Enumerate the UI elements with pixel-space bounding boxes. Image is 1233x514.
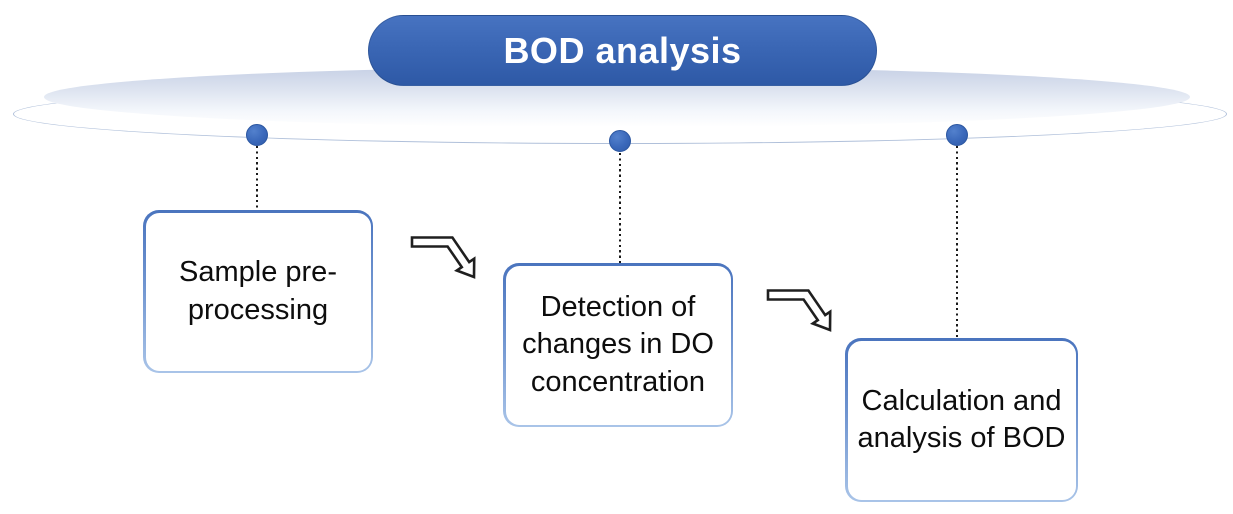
- step-box-sample-pre-processing: Sample pre- processing: [143, 210, 373, 373]
- step-box-inner: Detection of changes in DO concentration: [505, 265, 731, 425]
- step-label: Sample pre- processing: [179, 256, 337, 326]
- step-box-calculation-analysis-bod: Calculation and analysis of BOD: [845, 338, 1078, 502]
- step-box-inner: Sample pre- processing: [145, 212, 371, 371]
- connector-dot-2: [609, 130, 631, 152]
- step-label: Calculation and analysis of BOD: [857, 384, 1066, 454]
- connector-line-2: [619, 153, 621, 263]
- connector-line-3: [956, 146, 958, 338]
- diagram-title: BOD analysis: [503, 29, 742, 71]
- step-box-inner: Calculation and analysis of BOD: [847, 340, 1076, 500]
- flow-arrow-icon-1: [410, 236, 476, 279]
- step-box-detection-do-changes: Detection of changes in DO concentration: [503, 263, 733, 427]
- flow-arrow-icon-2: [766, 289, 832, 332]
- connector-dot-1: [246, 124, 268, 146]
- connector-dot-3: [946, 124, 968, 146]
- connector-line-1: [256, 146, 258, 210]
- step-label: Detection of changes in DO concentration: [522, 291, 714, 398]
- title-banner: BOD analysis: [368, 15, 877, 86]
